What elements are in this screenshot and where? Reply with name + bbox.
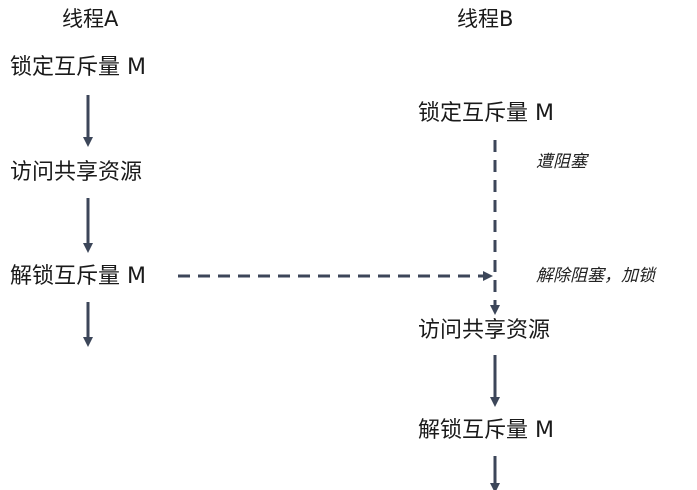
thread-b-step-lock: 锁定互斥量 M xyxy=(418,101,554,126)
thread-a-step-lock: 锁定互斥量 M xyxy=(10,55,146,80)
thread-a-title: 线程A xyxy=(62,7,119,31)
thread-b-step-access: 访问共享资源 xyxy=(418,318,551,343)
thread-b-title: 线程B xyxy=(457,7,514,31)
thread-a-step-unlock: 解锁互斥量 M xyxy=(10,264,146,289)
thread-a-step-access: 访问共享资源 xyxy=(10,160,143,185)
thread-b-note-unblocked: 解除阻塞，加锁 xyxy=(536,266,655,286)
thread-b-note-blocked: 遭阻塞 xyxy=(536,152,587,172)
thread-b-step-unlock: 解锁互斥量 M xyxy=(418,418,554,443)
